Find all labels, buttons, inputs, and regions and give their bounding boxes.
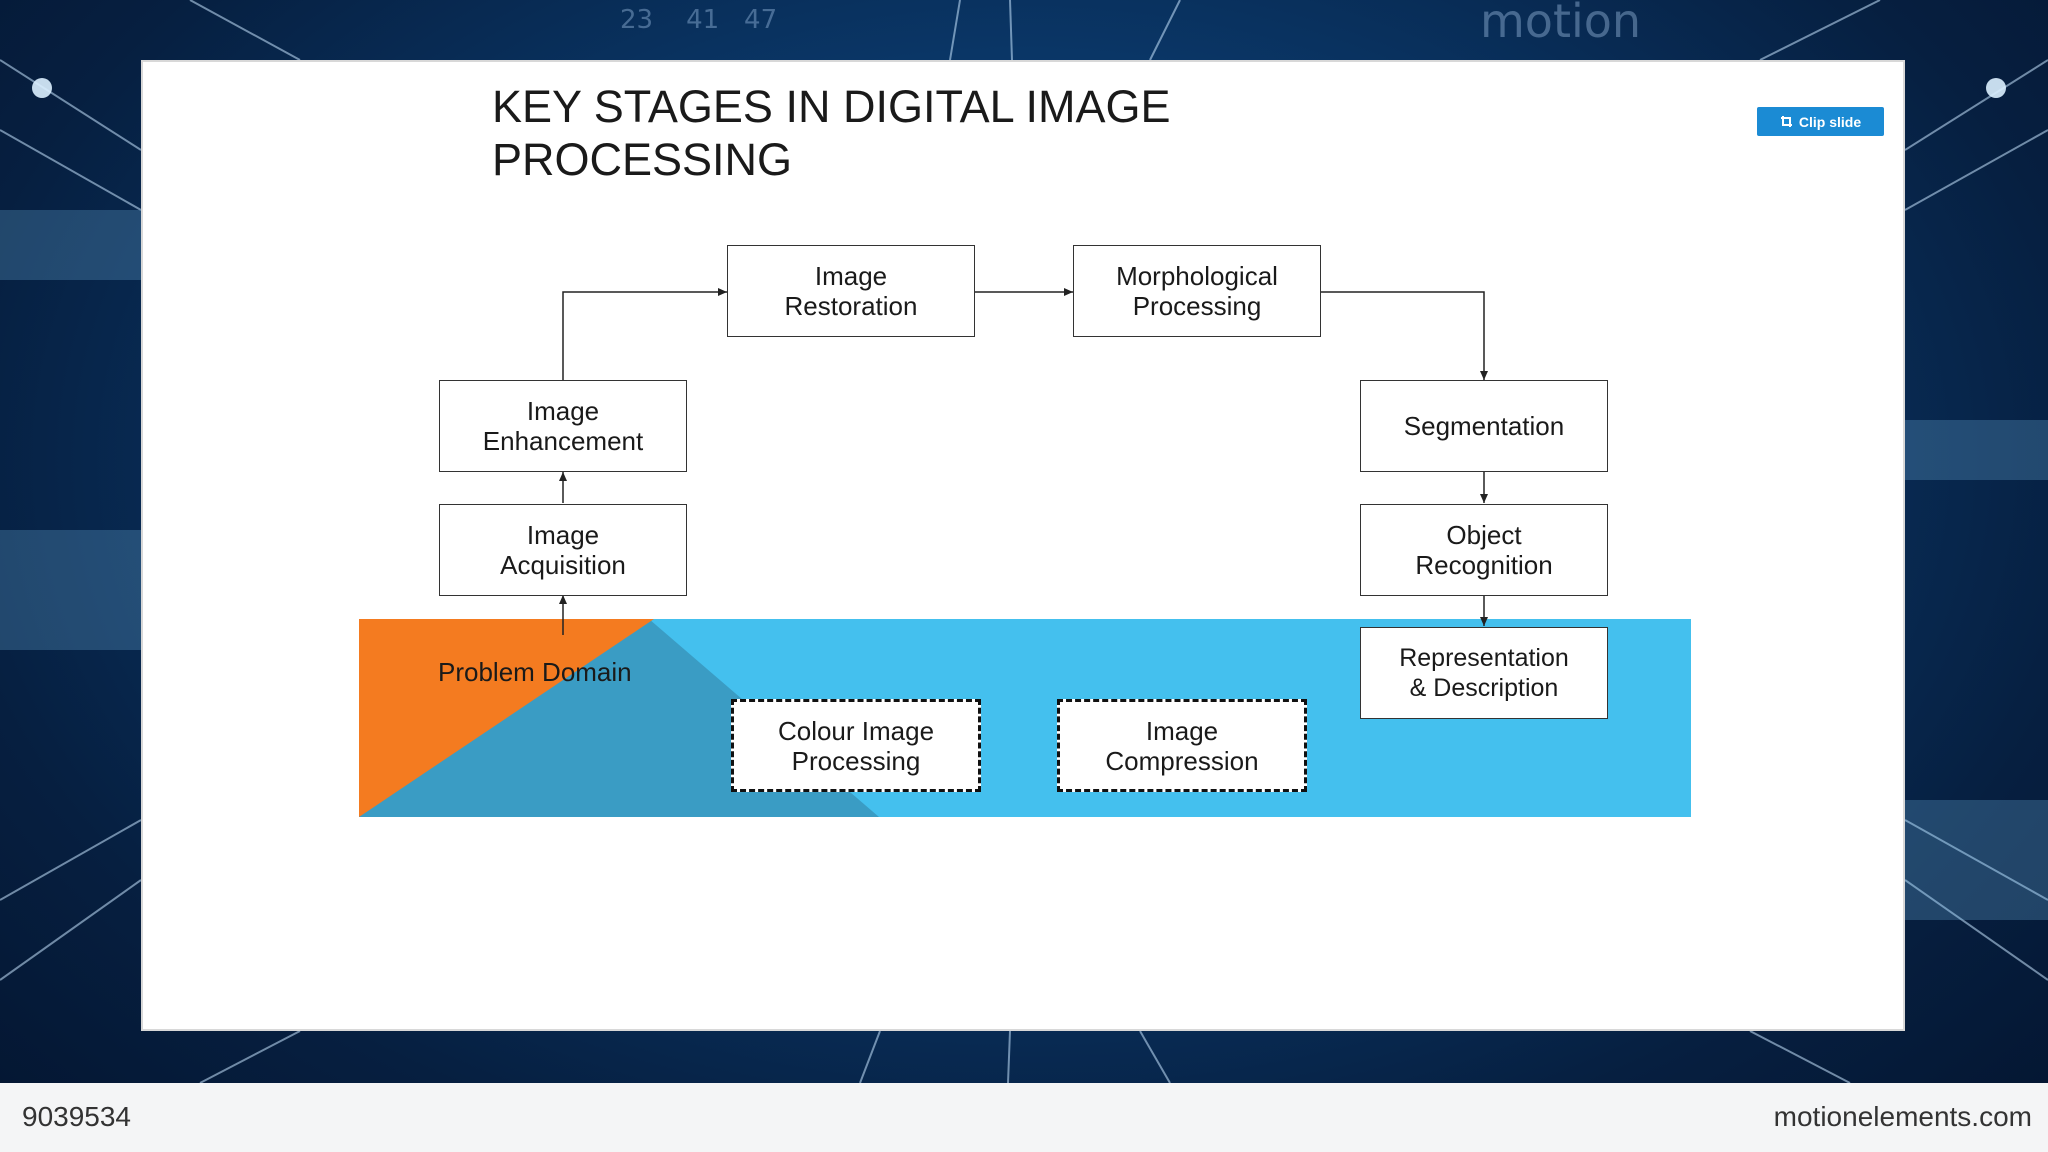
watermark-logo-top: motion [1480,0,1642,48]
node-image-acquisition: Image Acquisition [439,504,687,596]
node-segmentation: Segmentation [1360,380,1608,472]
node-colour-image-processing: Colour Image Processing [731,699,981,792]
node-representation-description: Representation & Description [1360,627,1608,719]
clip-icon [1780,115,1792,127]
node-image-restoration: Image Restoration [727,245,975,337]
node-morphological-processing: Morphological Processing [1073,245,1321,337]
site-link[interactable]: motionelements.com [1773,1101,2032,1132]
flow-connectors [559,288,1488,635]
node-image-compression: Image Compression [1057,699,1307,792]
slide-title: KEY STAGES IN DIGITAL IMAGE PROCESSING [492,81,1171,185]
clip-slide-button[interactable]: Clip slide [1757,107,1884,136]
node-object-recognition: Object Recognition [1360,504,1608,596]
slide: KEY STAGES IN DIGITAL IMAGE PROCESSING C… [141,60,1905,1031]
problem-domain-label: Problem Domain [438,657,632,687]
node-image-enhancement: Image Enhancement [439,380,687,472]
watermark-numbers-top: 23 41 47 [620,5,778,35]
clip-slide-label: Clip slide [1798,113,1862,130]
footer-bar: 9039534 motionelements.com [0,1083,2048,1152]
stock-id: 9039534 [22,1101,132,1132]
